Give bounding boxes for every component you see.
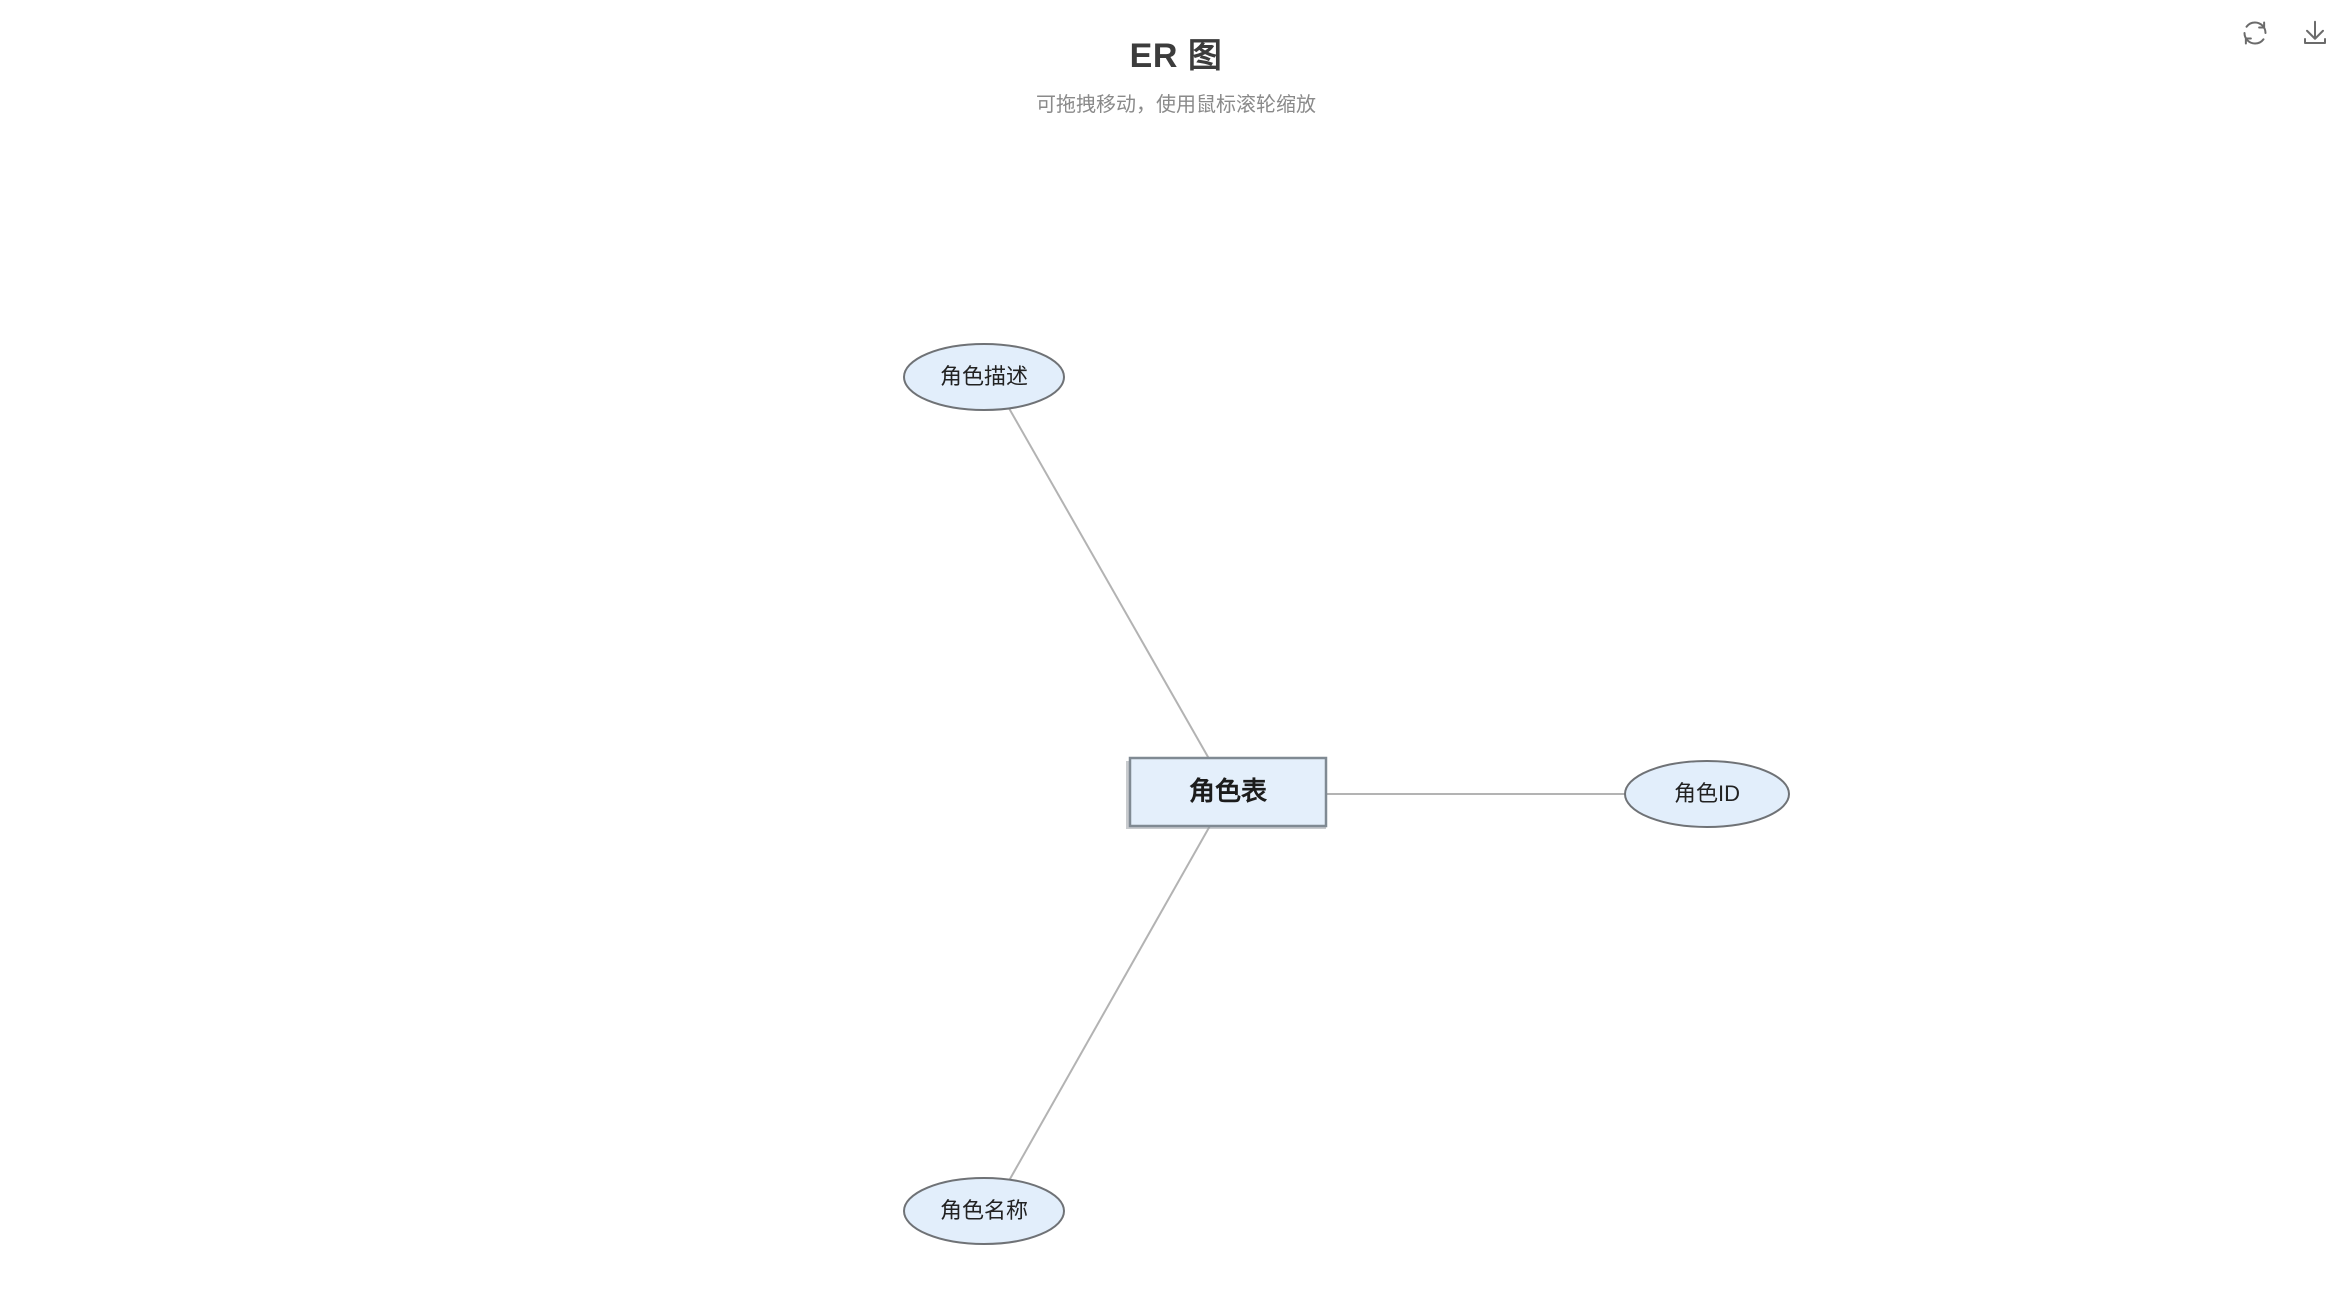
page-title: ER 图: [1129, 37, 1223, 75]
attribute-ellipse[interactable]: [903, 1177, 1065, 1245]
refresh-icon: [2240, 18, 2270, 48]
entity-label: 角色表: [1189, 776, 1268, 806]
attribute-ellipse[interactable]: [1624, 760, 1790, 828]
download-icon: [2300, 18, 2330, 48]
attribute-label: 角色名称: [940, 1198, 1028, 1223]
page-subtitle: 可拖拽移动，使用鼠标滚轮缩放: [1036, 94, 1316, 117]
attribute-label: 角色ID: [1674, 781, 1740, 806]
er-attribute-node[interactable]: 角色描述: [903, 343, 1065, 411]
refresh-button[interactable]: [2236, 14, 2274, 52]
er-attribute-node[interactable]: 角色名称: [903, 1177, 1065, 1245]
diagram-toolbar: [2236, 14, 2334, 52]
er-attribute-node[interactable]: 角色ID: [1624, 760, 1790, 828]
edge-layer: [1005, 402, 1625, 1187]
attribute-ellipse[interactable]: [903, 343, 1065, 411]
attribute-label: 角色描述: [940, 364, 1028, 389]
er-entity-node[interactable]: 角色表: [1126, 756, 1328, 829]
er-edge: [1005, 402, 1229, 793]
download-button[interactable]: [2296, 14, 2334, 52]
er-edge: [1005, 793, 1229, 1187]
entity-rect[interactable]: [1128, 756, 1328, 828]
diagram-header: ER 图 可拖拽移动，使用鼠标滚轮缩放: [0, 0, 2352, 117]
